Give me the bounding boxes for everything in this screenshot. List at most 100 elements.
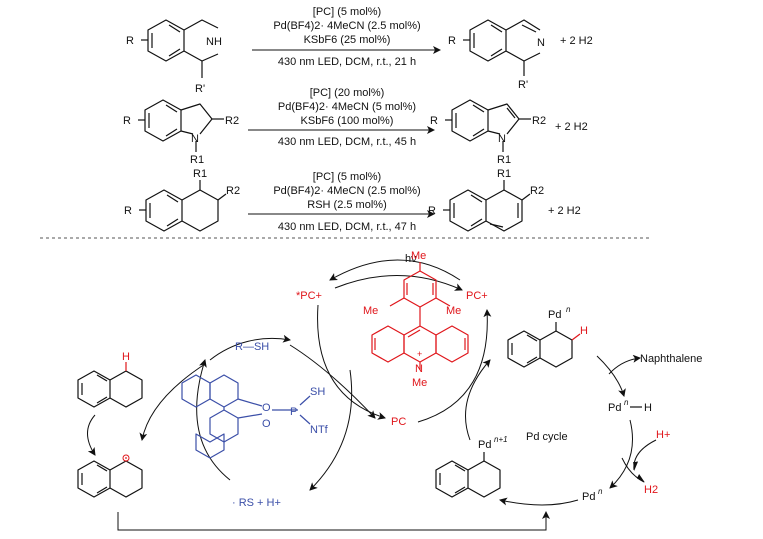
acr-n: N: [415, 363, 423, 375]
prod2-r-label: R: [430, 115, 438, 127]
cond-3-line-1: [PC] (5 mol%): [313, 171, 381, 183]
substrate-3-tetralin: [139, 180, 227, 232]
acr-plus: +: [417, 349, 422, 359]
prod2-r2-label: R2: [532, 115, 546, 127]
sub3-r1-label: R1: [193, 168, 207, 180]
hat-cycle-arc-2: [309, 369, 353, 491]
cat-sh: SH: [310, 386, 325, 398]
cond-3-line-3: RSH (2.5 mol%): [307, 199, 386, 211]
pd1-h: H: [580, 325, 588, 337]
reaction-2: R N R2 R1 [PC] (20 mol%) Pd(BF4)2· 4MeCN…: [123, 87, 588, 166]
tetralin-substrate: [77, 362, 143, 408]
prod3-r-label: R: [428, 205, 436, 217]
cond-2-line-4: 430 nm LED, DCM, r.t., 45 h: [278, 136, 416, 148]
h2-out-arc: [621, 457, 645, 483]
conditions-3: [PC] (5 mol%) Pd(BF4)2· 4MeCN (2.5 mol%)…: [248, 171, 435, 233]
hat-arrow-thiyl: [139, 363, 206, 441]
pd1-pd: Pd: [548, 309, 561, 321]
pd1-n: n: [566, 305, 571, 314]
sub2-r1-label: R1: [190, 154, 204, 166]
thiol-label: R—SH: [235, 341, 269, 353]
hat-cycle-arc: [209, 334, 291, 361]
cat-o1: O: [262, 402, 271, 414]
pd-cycle-arrow-1: [596, 355, 626, 397]
cat-ntf: NTf: [310, 424, 329, 436]
pdh-h: H: [644, 402, 652, 414]
sub2-r2-label: R2: [225, 115, 239, 127]
sub1-r-label: R: [126, 35, 134, 47]
pdn1-n: n+1: [494, 435, 508, 444]
thiol-to-pc-arrow: [289, 344, 376, 419]
product-1-isoquinoline: [463, 19, 541, 76]
pd-cycle-arrow-4: [465, 359, 491, 441]
sub2-n-label: N: [191, 133, 199, 145]
pc-cycle-right-arc: [417, 309, 492, 423]
binaphthyl-catalyst: [181, 374, 311, 459]
acr-me-left: Me: [363, 305, 378, 317]
hv-arc: [329, 259, 461, 281]
reaction-1: R NH R' [PC] (5 mol%) Pd(BF4)2· 4MeCN (2…: [126, 6, 593, 95]
product-3-naphthalene: [443, 180, 531, 232]
hv-label: hν: [405, 253, 417, 265]
pc-plus-label: PC+: [466, 290, 488, 302]
pdn1-pd: Pd: [478, 439, 491, 451]
pd-cycle-arrow-2: [609, 419, 633, 489]
product-2-indole: [445, 99, 531, 152]
cond-2-line-1: [PC] (20 mol%): [310, 87, 385, 99]
cond-2-line-2: Pd(BF4)2· 4MeCN (5 mol%): [278, 101, 416, 113]
cond-2-line-3: KSbF6 (100 mol%): [301, 115, 394, 127]
pc-label: PC: [391, 416, 406, 428]
cond-1-line-1: [PC] (5 mol%): [313, 6, 381, 18]
cond-1-line-4: 430 nm LED, DCM, r.t., 21 h: [278, 56, 416, 68]
acr-me-n: Me: [412, 377, 427, 389]
prod1-rprime-label: R': [518, 79, 528, 91]
conditions-2: [PC] (20 mol%) Pd(BF4)2· 4MeCN (5 mol%) …: [248, 87, 435, 148]
tetralin-h: H: [122, 351, 130, 363]
prod3-r1-label: R1: [497, 168, 511, 180]
byproduct-1: + 2 H2: [560, 35, 593, 47]
reaction-3: R R1 R2 [PC] (5 mol%) Pd(BF4)2· 4MeCN (2…: [124, 168, 581, 233]
prod1-r-label: R: [448, 35, 456, 47]
pd-cycle-arrow-3: [499, 497, 579, 506]
acridinium-photocatalyst: [371, 262, 469, 370]
hplus-in-arc: [633, 439, 657, 471]
prod1-n-label: N: [537, 37, 545, 49]
pd-intermediate-1: [507, 322, 581, 368]
prod2-r1-label: R1: [497, 154, 511, 166]
cond-1-line-2: Pd(BF4)2· 4MeCN (2.5 mol%): [273, 20, 420, 32]
pc-star-label: *PC+: [296, 290, 322, 302]
sub3-r2-label: R2: [226, 185, 240, 197]
h2-label: H2: [644, 484, 658, 496]
thiyl-label: · RS + H+: [232, 497, 281, 509]
pdn-pd: Pd: [582, 491, 595, 503]
prod2-n-label: N: [498, 133, 506, 145]
hplus-label: H+: [656, 429, 670, 441]
byproduct-3: + 2 H2: [548, 205, 581, 217]
naphthalene-label: Naphthalene: [640, 353, 702, 365]
acr-me-right: Me: [446, 305, 461, 317]
sub1-nh-label: NH: [206, 36, 222, 48]
radical-to-pd-connector: [117, 511, 550, 531]
byproduct-2: + 2 H2: [555, 121, 588, 133]
sub2-r-label: R: [123, 115, 131, 127]
pdh-pd: Pd: [608, 402, 621, 414]
substrate-1-tetrahydroisoquinoline: [141, 19, 219, 78]
mechanism: hν *PC+ PC+ PC Me Me Me N + Me: [77, 250, 702, 531]
pdh-n: n: [624, 398, 629, 407]
acr-me-top: Me: [411, 250, 426, 262]
pdn-n: n: [598, 487, 603, 496]
pd-intermediate-2: [435, 452, 501, 498]
conditions-1: [PC] (5 mol%) Pd(BF4)2· 4MeCN (2.5 mol%)…: [252, 6, 441, 68]
naphthalene-release: [608, 354, 641, 375]
sub1-rprime-label: R': [195, 83, 205, 95]
sub3-r-label: R: [124, 205, 132, 217]
cond-3-line-4: 430 nm LED, DCM, r.t., 47 h: [278, 221, 416, 233]
cond-1-line-3: KSbF6 (25 mol%): [304, 34, 391, 46]
prod3-r2-label: R2: [530, 185, 544, 197]
cat-p: P: [290, 406, 297, 418]
cond-3-line-2: Pd(BF4)2· 4MeCN (2.5 mol%): [273, 185, 420, 197]
pd-cycle-label: Pd cycle: [526, 431, 568, 443]
hat-arrow-left: [87, 414, 96, 456]
tetralin-radical: [77, 454, 143, 498]
